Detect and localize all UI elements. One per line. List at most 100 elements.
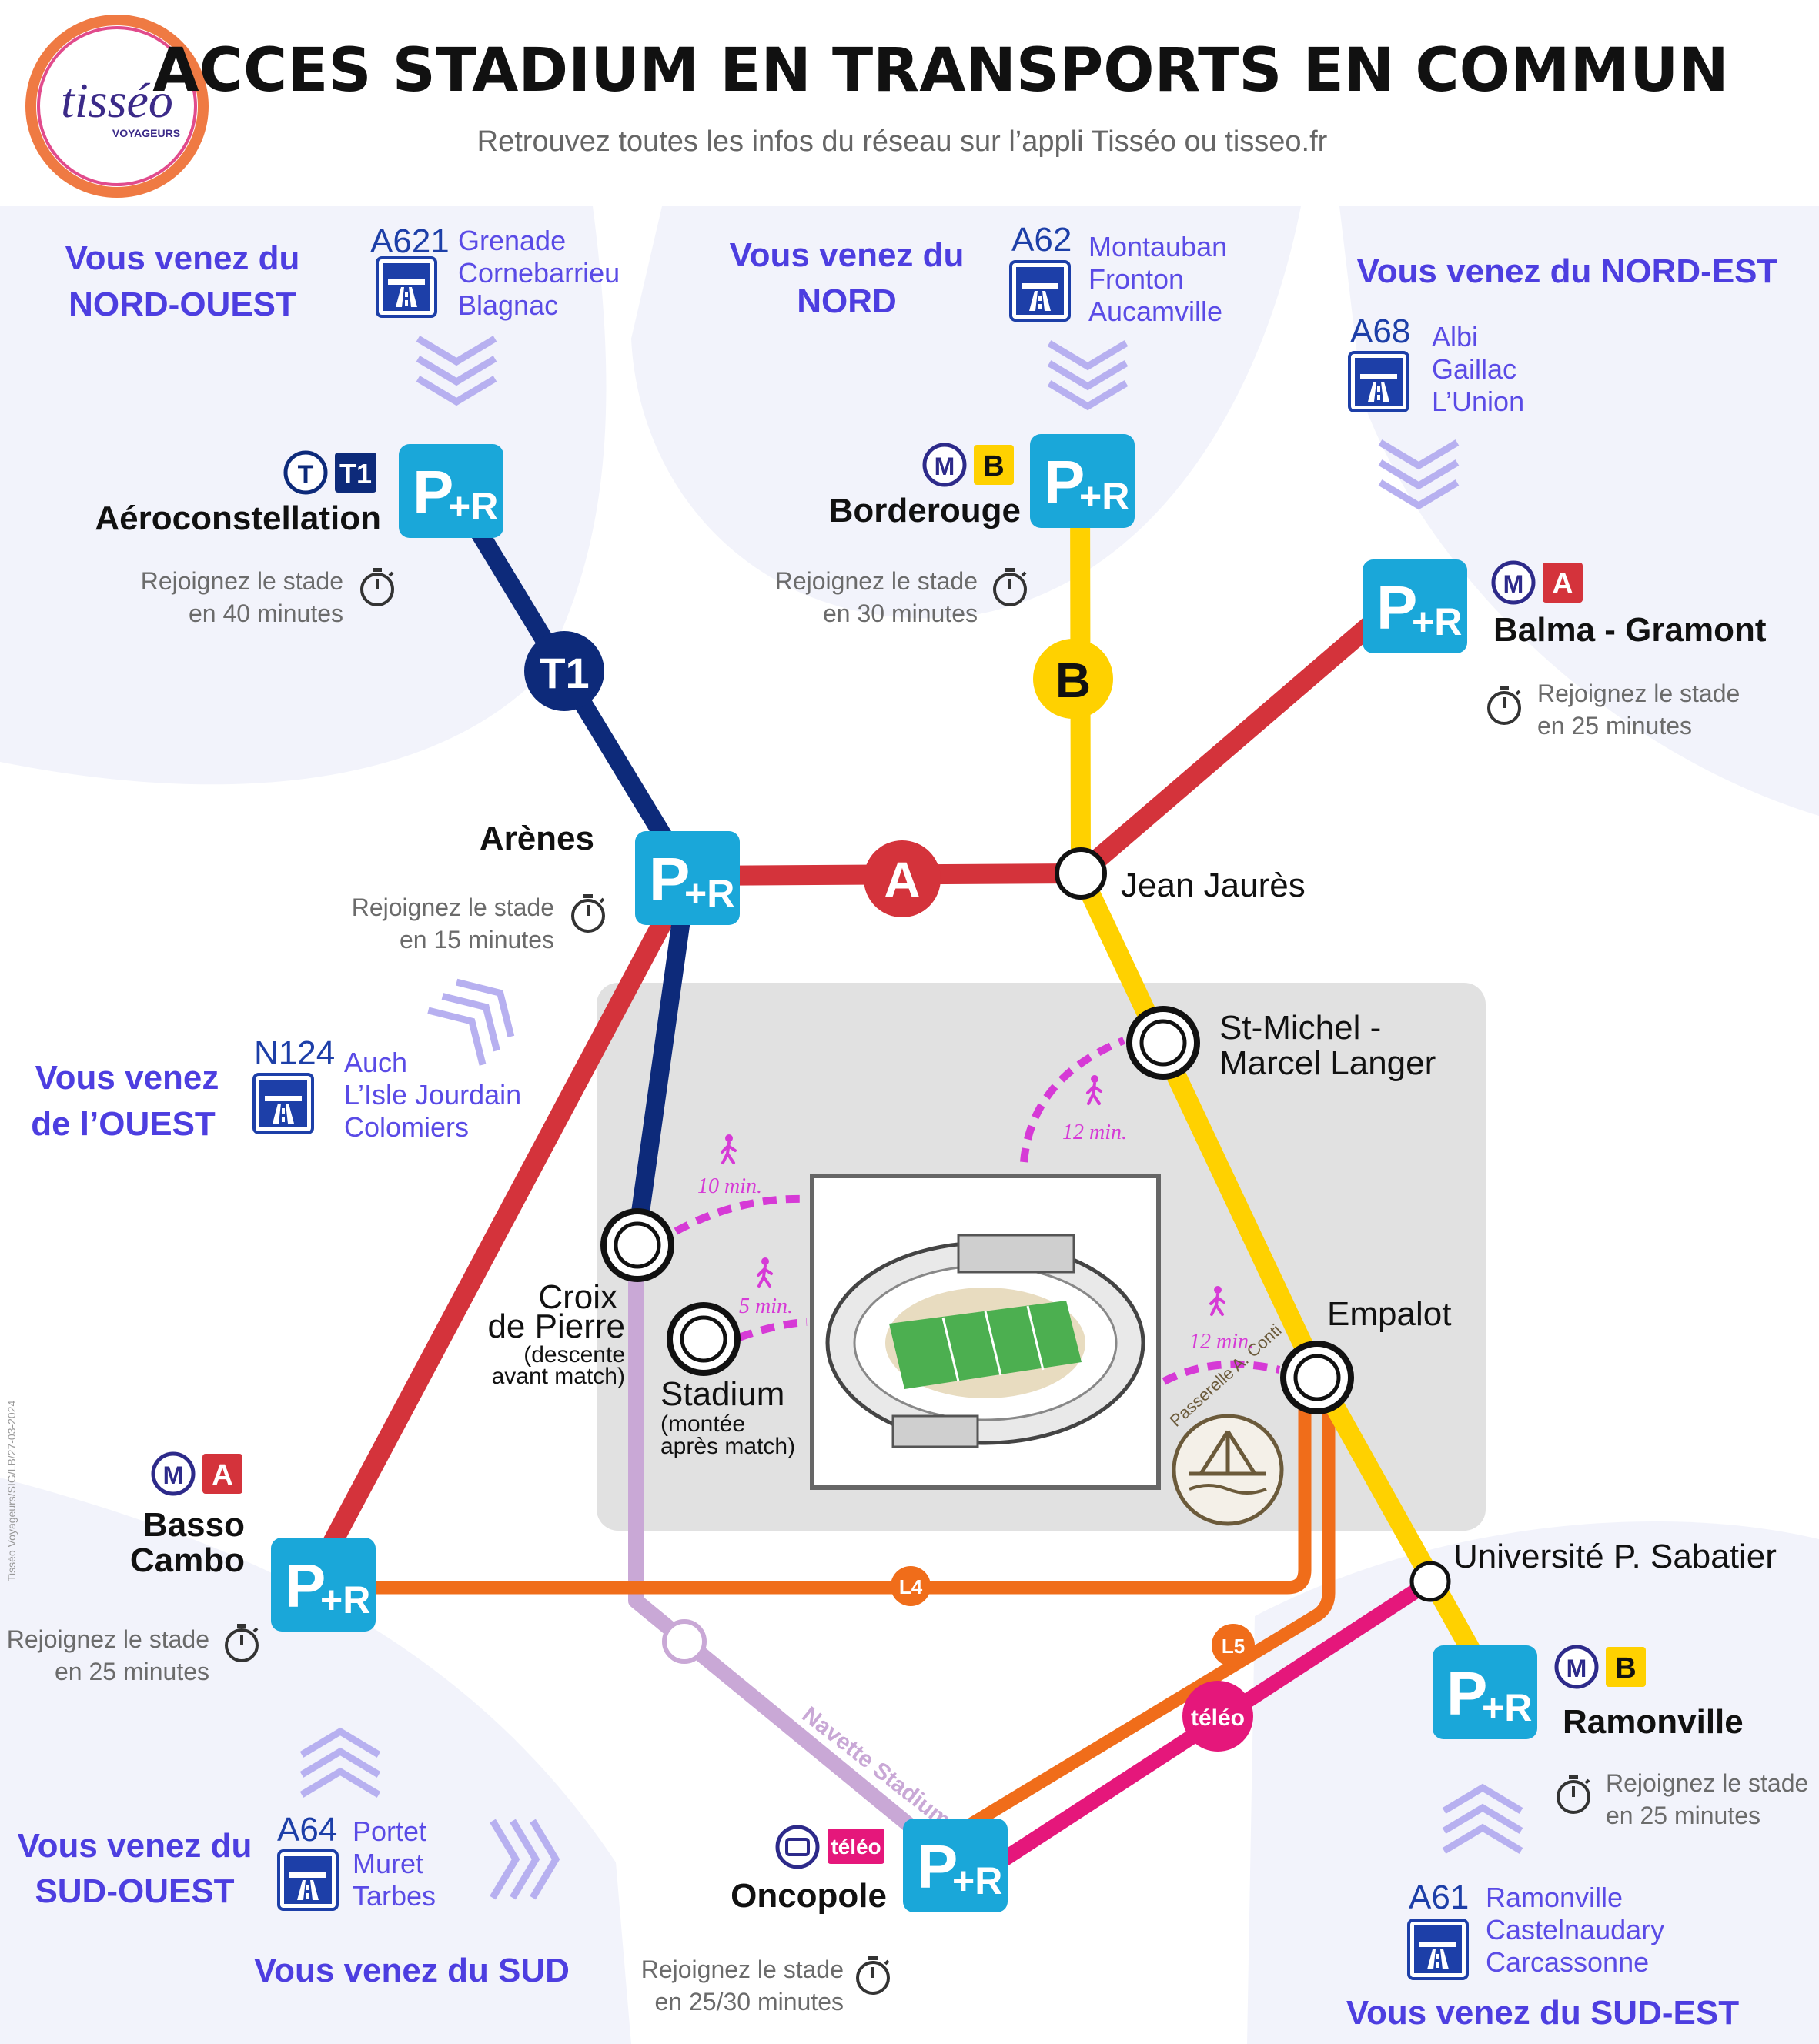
- town-blagnac: Blagnac: [458, 289, 558, 321]
- walk-time-stadium: 5 min.: [739, 1294, 793, 1318]
- direction-nord-ouest: Vous venez du: [65, 239, 300, 277]
- town-auch: Auch: [344, 1047, 407, 1078]
- town-fronton: Fronton: [1088, 263, 1184, 295]
- time-aeroconstellation-2: en 40 minutes: [189, 600, 343, 627]
- station-arenes: Arènes: [480, 820, 594, 857]
- time-aeroconstellation: Rejoignez le stade: [141, 567, 343, 595]
- page-title: ACCES STADIUM EN TRANSPORTS EN COMMUN: [152, 36, 1729, 105]
- town-colomiers: Colomiers: [344, 1111, 469, 1143]
- time-borderouge-2: en 30 minutes: [823, 600, 978, 627]
- teleo-bullet-label: téléo: [1191, 1705, 1245, 1731]
- town-grenade: Grenade: [458, 225, 566, 256]
- credit-text: Tisséo Voyageurs/SIG/LB/27-03-2024: [5, 1401, 18, 1582]
- logo-text: tisséo: [61, 73, 173, 128]
- road-a621: A621: [370, 222, 450, 260]
- station-stadium-note-2: après match): [660, 1434, 795, 1459]
- walk-time-stmichel: 12 min.: [1062, 1121, 1127, 1144]
- direction-nord-2: NORD: [797, 282, 897, 320]
- tram-icon: T: [298, 460, 314, 489]
- time-arenes-2: en 15 minutes: [400, 926, 554, 954]
- station-borderouge: Borderouge: [829, 492, 1021, 529]
- time-oncopole-2: en 25/30 minutes: [655, 1988, 844, 2016]
- b-badge: B: [1615, 1652, 1636, 1685]
- town-portet: Portet: [353, 1815, 426, 1847]
- teleo-badge: téléo: [831, 1835, 881, 1859]
- motorway-icon: [1009, 260, 1071, 322]
- time-balma-2: en 25 minutes: [1537, 712, 1692, 740]
- station-aeroconstellation: Aéroconstellation: [95, 499, 381, 537]
- station-basso-cambo: Basso: [143, 1506, 245, 1544]
- road-a61: A61: [1409, 1879, 1469, 1916]
- metro-icon: M: [1567, 1655, 1587, 1682]
- motorway-icon: [252, 1073, 314, 1134]
- town-ramonville: Ramonville: [1486, 1882, 1623, 1913]
- time-basso-2: en 25 minutes: [55, 1658, 209, 1685]
- town-castelnaudary: Castelnaudary: [1486, 1914, 1664, 1945]
- time-balma: Rejoignez le stade: [1537, 680, 1740, 707]
- station-oncopole: Oncopole: [731, 1877, 887, 1915]
- metro-icon: M: [1503, 570, 1524, 598]
- road-n124: N124: [254, 1034, 335, 1072]
- cable-car-icon: [775, 1825, 820, 1869]
- station-jean-jaures: Jean Jaurès: [1121, 867, 1306, 904]
- station-balma-gramont: Balma - Gramont: [1493, 611, 1767, 649]
- chevron-diag-icon: [428, 966, 527, 1065]
- station-basso-cambo-2: Cambo: [130, 1541, 245, 1579]
- b-badge: B: [983, 450, 1004, 483]
- time-ramonville-2: en 25 minutes: [1606, 1802, 1760, 1829]
- station-stadium-note: (montée: [660, 1411, 745, 1437]
- stopwatch-icon: [856, 1955, 890, 1995]
- a-badge: A: [1552, 568, 1573, 600]
- pr-aeroconstellation: [399, 444, 503, 538]
- time-arenes: Rejoignez le stade: [352, 893, 554, 921]
- stop-universite: [1409, 1561, 1451, 1602]
- logo-sub: VOYAGEURS: [112, 127, 180, 139]
- town-cornebarrieu: Cornebarrieu: [458, 257, 620, 289]
- stopwatch-icon: [1487, 685, 1521, 725]
- direction-ouest-2: de l’OUEST: [31, 1105, 216, 1143]
- time-basso: Rejoignez le stade: [7, 1625, 209, 1653]
- stops: [600, 847, 1451, 1602]
- motorway-icon: [1407, 1919, 1469, 1980]
- pr-arenes: [635, 831, 740, 925]
- pr-oncopole: [903, 1819, 1008, 1912]
- direction-sud: Vous venez du SUD: [254, 1952, 570, 1989]
- station-labels: Aéroconstellation Borderouge Balma - Gra…: [95, 492, 1776, 1915]
- road-a62: A62: [1011, 221, 1072, 259]
- directions: Vous venez du NORD-OUEST Vous venez du N…: [18, 236, 1778, 2032]
- navette-label: Navette Stadium: [797, 1702, 956, 1834]
- time-borderouge: Rejoignez le stade: [775, 567, 978, 595]
- header: tisséo VOYAGEURS ACCES STADIUM EN TRANSP…: [25, 15, 1729, 198]
- town-tarbes: Tarbes: [353, 1880, 436, 1912]
- line-l5: [929, 1371, 1336, 1852]
- road-a64: A64: [277, 1811, 337, 1849]
- time-ramonville: Rejoignez le stade: [1606, 1769, 1808, 1797]
- direction-ouest: Vous venez: [35, 1059, 219, 1097]
- station-croix-note: (descente: [523, 1342, 625, 1368]
- town-muret: Muret: [353, 1848, 423, 1879]
- line-navette: [628, 1237, 941, 1852]
- station-ramonville: Ramonville: [1563, 1703, 1744, 1741]
- station-croix-note-2: avant match): [492, 1364, 625, 1389]
- stop-stadium: [680, 1315, 727, 1363]
- station-st-michel: St-Michel -: [1219, 1009, 1381, 1047]
- station-croix-de-pierre-2: de Pierre: [487, 1308, 625, 1345]
- direction-nord-est: Vous venez du NORD-EST: [1357, 252, 1778, 290]
- walk-time-croix: 10 min.: [697, 1174, 762, 1198]
- l4-bullet-label: L4: [899, 1575, 923, 1598]
- station-croix-de-pierre: Croix: [538, 1278, 617, 1316]
- town-lunion: L’Union: [1432, 386, 1524, 417]
- logo-ring: [25, 15, 209, 198]
- direction-nord: Vous venez du: [730, 236, 965, 274]
- station-st-michel-2: Marcel Langer: [1219, 1044, 1436, 1082]
- football-icon: [662, 1619, 707, 1664]
- page-subtitle: Retrouvez toutes les infos du réseau sur…: [477, 125, 1328, 158]
- town-gaillac: Gaillac: [1432, 353, 1516, 385]
- a-badge: A: [212, 1459, 232, 1491]
- metro-icon: M: [163, 1461, 184, 1489]
- b-bullet-label: B: [1055, 653, 1091, 708]
- stopwatch-icon: [571, 893, 605, 933]
- pr-basso-cambo: [271, 1538, 376, 1632]
- station-empalot: Empalot: [1327, 1295, 1451, 1333]
